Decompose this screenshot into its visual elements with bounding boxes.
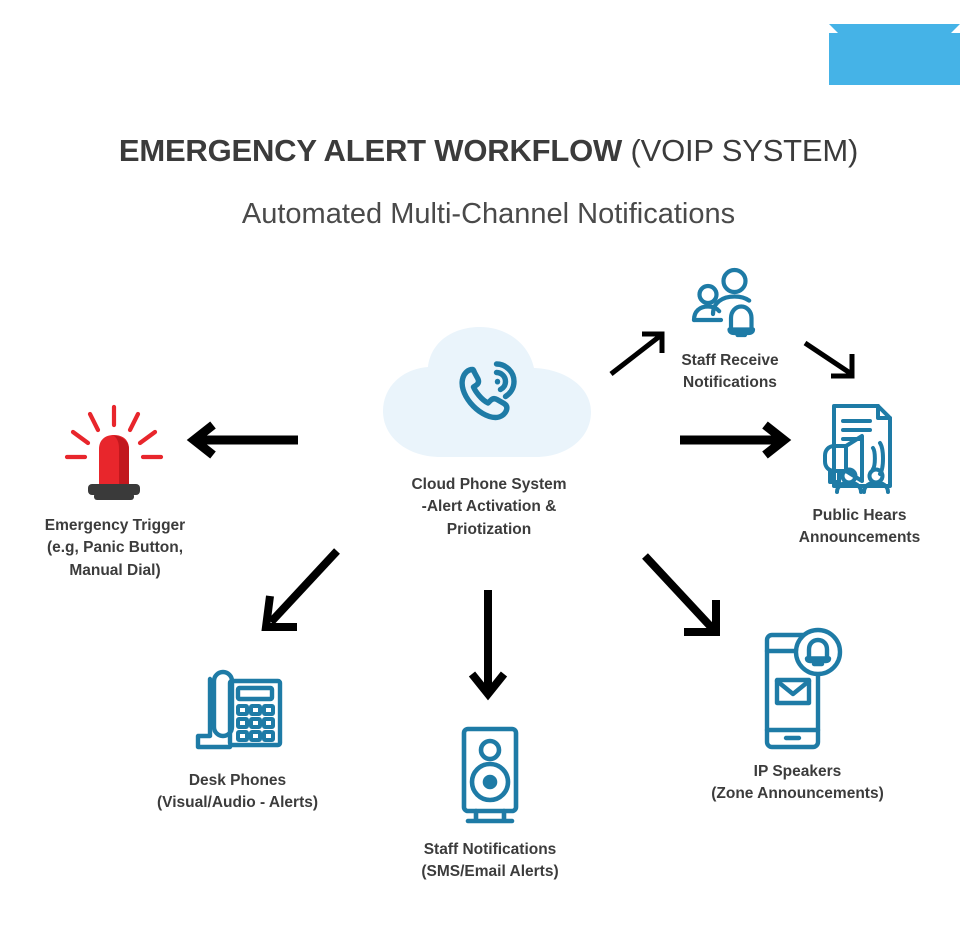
loudspeaker-icon xyxy=(452,725,528,829)
arrow-center-to-emergency-trigger xyxy=(186,420,302,460)
node-staff-notifications: Staff Notifications(SMS/Email Alerts) xyxy=(380,725,600,884)
node-emergency-trigger: Emergency Trigger(e.g, Panic Button,Manu… xyxy=(20,404,210,582)
phone-signal-icon xyxy=(459,361,517,421)
siren-beacon-icon xyxy=(55,404,175,505)
arrow-center-to-ip-speakers xyxy=(640,552,732,642)
node-label-emergency-trigger: Emergency Trigger(e.g, Panic Button,Manu… xyxy=(44,517,186,579)
node-cloud-phone-system: Cloud Phone System-Alert Activation & Pr… xyxy=(379,325,599,541)
page-title: EMERGENCY ALERT WORKFLOW (VOIP SYSTEM) xyxy=(0,133,977,169)
arrow-center-to-public-hears xyxy=(676,420,792,460)
arrow-center-to-desk-phones xyxy=(249,546,345,638)
arrow-staff-receive-to-public-hears xyxy=(802,340,860,380)
node-label-desk-phones: Desk Phones(Visual/Audio - Alerts) xyxy=(156,772,319,812)
node-label-cloud-phone-system: Cloud Phone System-Alert Activation & Pr… xyxy=(411,476,567,538)
node-label-ip-speakers: IP Speakers(Zone Announcements) xyxy=(711,763,884,803)
node-label-staff-notifications: Staff Notifications(SMS/Email Alerts) xyxy=(421,841,559,881)
node-desk-phones: Desk Phones(Visual/Audio - Alerts) xyxy=(130,668,345,815)
page-title-light: (VOIP SYSTEM) xyxy=(622,133,859,168)
arrow-center-to-staff-notifications xyxy=(466,588,510,701)
loudspeaker-glyph xyxy=(461,726,519,824)
megaphone-document-icon xyxy=(812,400,908,495)
cloud-phone-icon xyxy=(379,325,599,460)
people-bell-glyph xyxy=(691,267,756,338)
desk-phone-icon xyxy=(188,668,288,760)
siren-beacon-glyph xyxy=(64,404,164,500)
megaphone-document-glyph xyxy=(822,404,892,494)
cloud-shape-icon xyxy=(383,327,591,457)
node-ip-speakers: IP Speakers(Zone Announcements) xyxy=(680,625,915,806)
accent-block xyxy=(829,24,960,85)
desk-phone-glyph xyxy=(195,669,282,750)
arrow-center-to-staff-receive xyxy=(608,330,668,378)
phone-envelope-bell-glyph xyxy=(764,627,842,750)
page-title-bold: EMERGENCY ALERT WORKFLOW xyxy=(118,133,623,168)
people-bell-icon xyxy=(691,267,769,340)
page-subtitle: Automated Multi-Channel Notifications xyxy=(241,198,736,230)
phone-envelope-bell-icon xyxy=(758,625,842,751)
